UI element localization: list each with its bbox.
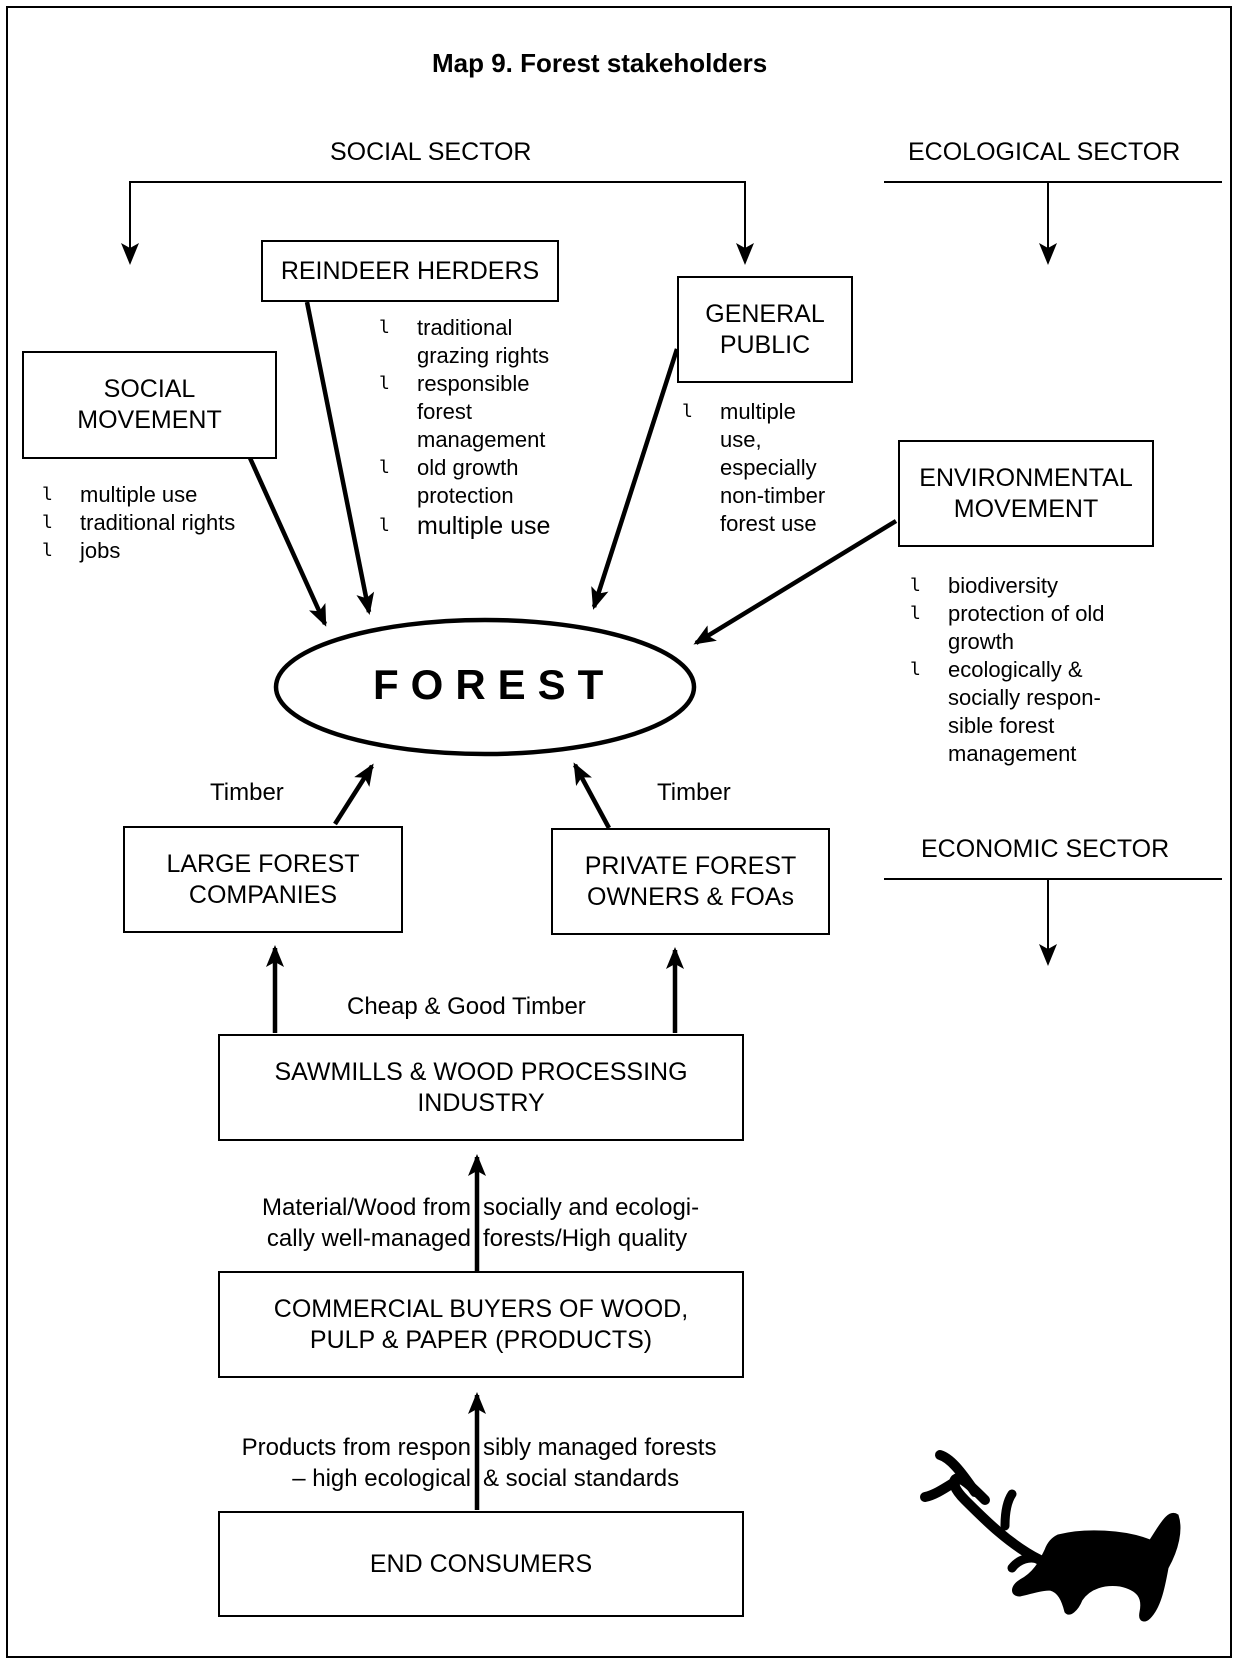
arrow-reindeer-herders-to-forest [304,301,375,615]
bullet-icon: l [379,515,390,536]
material-label-left: Material/Wood from cally well-managed [262,1194,471,1252]
forest-label: FOREST [373,661,616,708]
list-item-text: old growth protection [417,455,519,508]
end-consumers-label: END CONSUMERS [369,1549,593,1578]
social-sector-bracket [121,181,754,265]
bullet-icon: l [42,512,53,533]
bullet-icon: l [379,373,390,394]
list-item-text: multiple use [80,482,198,507]
arrow-environmental-movement-to-forest [693,519,898,645]
arrow-social-movement-to-forest [247,457,328,627]
list-item-text: ecologically & socially respon- sible fo… [948,657,1101,766]
social-movement-label: SOCIAL MOVEMENT [77,375,222,434]
timber-label-right: Timber [657,779,731,806]
list-item-text: traditional rights [80,510,236,535]
social-movement-box: SOCIAL MOVEMENT [22,351,277,459]
private-forest-owners-box: PRIVATE FOREST OWNERS & FOAs [551,828,830,935]
list-item-text: jobs [80,538,121,563]
bullet-icon: l [910,659,921,680]
social-sector-label: SOCIAL SECTOR [330,138,532,166]
list-item-text: traditional grazing rights [417,315,550,368]
list-item: l biodiversity [910,572,1105,600]
general-public-label: GENERAL PUBLIC [705,299,825,359]
reindeer-silhouette-icon [920,1450,1181,1622]
end-consumers-box: END CONSUMERS [218,1511,744,1617]
list-item: l jobs [42,537,235,565]
sawmills-label: SAWMILLS & WOOD PROCESSING INDUSTRY [274,1057,688,1117]
list-item: l old growth protection [379,454,550,510]
private-forest-owners-label: PRIVATE FOREST OWNERS & FOAs [584,851,797,911]
ecological-sector-bar [884,181,1222,265]
bullet-icon: l [379,457,390,478]
list-item: l multiple use, especially non-timber for… [682,398,825,538]
bullet-icon: l [42,540,53,561]
cheap-good-timber-label: Cheap & Good Timber [347,993,586,1020]
sawmills-box: SAWMILLS & WOOD PROCESSING INDUSTRY [218,1034,744,1141]
bullet-icon: l [42,484,53,505]
bullet-icon: l [682,401,693,422]
material-label-right: socially and ecologi- forests/High quali… [483,1194,700,1252]
economic-sector-bar [884,878,1222,966]
general-public-box: GENERAL PUBLIC [677,276,853,383]
large-forest-companies-label: LARGE FOREST COMPANIES [166,849,360,909]
list-item: l traditional grazing rights [379,314,550,370]
bullet-icon: l [910,575,921,596]
arrow-general-public-to-forest [591,348,680,610]
general-public-list: l multiple use, especially non-timber for… [682,398,825,538]
arrow-private-owners-to-forest [573,762,611,830]
reindeer-herders-list: l traditional grazing rights l responsible… [379,314,550,540]
commercial-buyers-box: COMMERCIAL BUYERS OF WOOD, PULP & PAPER … [218,1271,744,1378]
large-forest-companies-box: LARGE FOREST COMPANIES [123,826,403,933]
map-title: Map 9. Forest stakeholders [432,48,768,78]
timber-label-left: Timber [210,779,284,806]
list-item-text: protection of old growth [948,601,1105,654]
bullet-icon: l [910,603,921,624]
map-frame [6,6,1232,1658]
reindeer-herders-box: REINDEER HERDERS [261,240,559,302]
list-item: l protection of old growth [910,600,1105,656]
list-item-text: multiple use [417,512,551,540]
products-label-left: Products from respon – high ecological [241,1434,471,1492]
commercial-buyers-label: COMMERCIAL BUYERS OF WOOD, PULP & PAPER … [273,1294,689,1354]
economic-sector-label: ECONOMIC SECTOR [921,835,1170,863]
list-item-text: responsible forest management [417,371,546,452]
list-item-text: multiple use, especially non-timber fore… [720,399,826,536]
ecological-sector-label: ECOLOGICAL SECTOR [908,138,1181,166]
list-item-text: biodiversity [948,573,1059,598]
arrow-large-companies-to-forest [333,763,374,826]
products-label-right: sibly managed forests & social standards [483,1434,717,1492]
reindeer-herders-label: REINDEER HERDERS [280,256,540,285]
list-item: l responsible forest management [379,370,550,454]
environmental-movement-box: ENVIRONMENTAL MOVEMENT [898,440,1154,547]
social-movement-list: l multiple use l traditional rights l jobs [42,481,235,565]
list-item: l multiple use [42,481,235,509]
list-item: l ecologically & socially respon- sible f… [910,656,1105,768]
list-item: l multiple use [379,512,550,540]
forest-ellipse [273,617,697,757]
environmental-movement-label: ENVIRONMENTAL MOVEMENT [919,463,1133,523]
list-item: l traditional rights [42,509,235,537]
bullet-icon: l [379,317,390,338]
